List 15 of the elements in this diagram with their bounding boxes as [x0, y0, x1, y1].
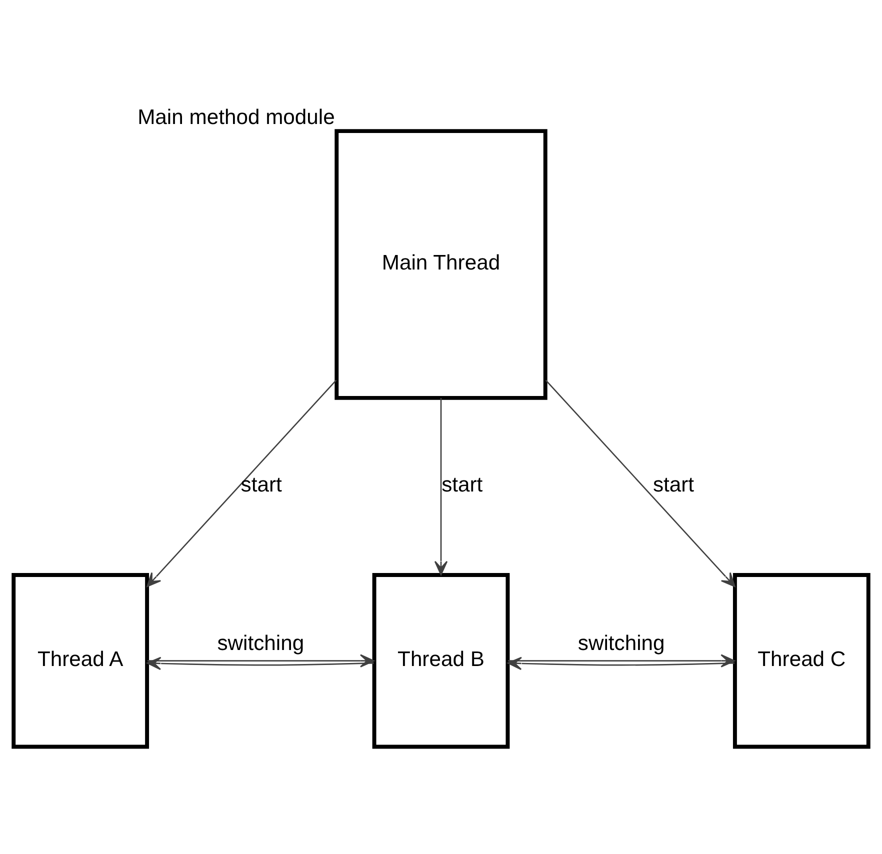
node-box: Thread B	[372, 572, 510, 749]
node-box: Main Thread	[334, 129, 548, 400]
arrow	[545, 380, 736, 588]
arrow	[507, 656, 735, 670]
edge-label: start	[442, 473, 483, 496]
arrow	[146, 380, 337, 588]
node-label: Main method module	[138, 106, 335, 130]
edge-label: switching	[578, 632, 665, 656]
edge-label: start	[652, 473, 694, 496]
node-box: Thread A	[12, 572, 150, 749]
edge-label: start	[240, 473, 282, 496]
arrow	[434, 398, 448, 576]
edge-label: switching	[217, 632, 304, 656]
node-box: Thread C	[732, 572, 870, 749]
arrow	[146, 656, 374, 670]
